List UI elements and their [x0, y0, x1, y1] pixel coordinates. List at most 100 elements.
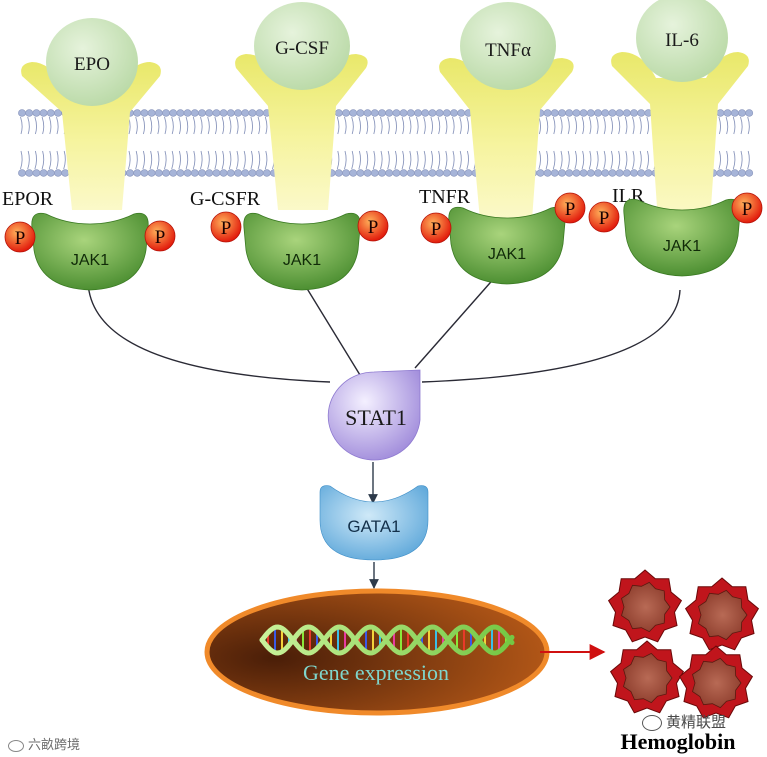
lipid-head: [241, 169, 250, 177]
lipid-tail: [725, 150, 729, 170]
lipid-tail: [603, 116, 606, 135]
lipid-tail: [588, 116, 592, 135]
lipid-tail: [452, 116, 455, 135]
lipid-head: [543, 109, 552, 117]
lipid-head: [730, 109, 739, 117]
lipid-tail: [423, 150, 426, 170]
lipid-tail: [437, 150, 441, 170]
lipid-head: [392, 169, 401, 177]
lipid-head: [54, 169, 62, 177]
lipid-tail: [236, 116, 239, 135]
lipid-tail: [221, 150, 225, 170]
lipid-head: [406, 109, 415, 117]
lipid-head: [716, 169, 725, 177]
lipid-tail: [624, 150, 628, 170]
lipid-tail: [372, 116, 376, 135]
lipid-tail: [718, 116, 721, 135]
lipid-head: [162, 169, 170, 177]
lipid-tail: [617, 116, 621, 135]
lipid-head: [25, 169, 34, 177]
lipid-head: [169, 109, 178, 117]
lipid-head: [363, 109, 372, 117]
complex-il6: IL-6 ILR: [611, 0, 749, 222]
hemoglobin-label: Hemoglobin: [621, 729, 736, 754]
nucleus: Gene expression: [204, 588, 550, 716]
watermark-left: 六畝跨境: [8, 734, 80, 753]
watermark-right: 黄精联盟: [642, 711, 726, 732]
lipid-tail: [171, 150, 174, 170]
lipid-head: [356, 169, 365, 177]
lipid-head: [601, 109, 610, 117]
lipid-tail: [358, 150, 361, 170]
connector-il6: [421, 289, 681, 383]
phosphate-circle: [731, 192, 763, 224]
lipid-tail: [156, 150, 160, 170]
lipid-tail: [380, 116, 383, 135]
lipid-tail: [149, 150, 153, 170]
watermark-right-text: 黄精联盟: [666, 713, 727, 731]
lipid-head: [378, 109, 386, 117]
lipid-tail: [48, 150, 52, 170]
ligand-epo-label: EPO: [74, 54, 110, 75]
jak1-shape: [31, 212, 149, 291]
lipid-tail: [128, 150, 131, 170]
stat1-node: STAT1: [327, 369, 421, 461]
lipid-tail: [444, 150, 448, 170]
ligand-il6-shape: [636, 0, 728, 82]
receptor-tnfr-shape: [439, 58, 574, 220]
phosphate-circle: [420, 212, 452, 244]
lipid-tail: [444, 116, 448, 135]
phosphate-circle: [588, 201, 620, 233]
lipid-head: [334, 169, 343, 177]
lipid-tail: [646, 116, 649, 135]
lipid-tail: [725, 116, 729, 135]
lipid-head: [442, 169, 451, 177]
complex-gcsf: G-CSF G-CSFR: [190, 2, 368, 210]
lipid-head: [176, 169, 185, 177]
lipid-tail: [178, 150, 181, 170]
lipid-tail: [358, 116, 361, 135]
lipid-tail: [351, 116, 354, 135]
lipid-head: [219, 169, 228, 177]
lipid-tail: [200, 116, 203, 135]
lipid-tail: [156, 116, 160, 135]
lipid-head: [558, 169, 566, 177]
watermark-left-text: 六畝跨境: [28, 738, 81, 753]
lipid-tail: [639, 116, 642, 135]
phosphate-circle: [4, 221, 36, 253]
lipid-head: [255, 109, 264, 117]
lipid-tail: [632, 150, 635, 170]
membrane-tails: [20, 116, 750, 170]
nucleus-label: Gene expression: [303, 660, 449, 685]
lipid-head: [190, 169, 199, 177]
lipid-tail: [27, 150, 30, 170]
lipid-head: [363, 169, 372, 177]
lipid-tail: [185, 116, 189, 135]
lipid-tail: [387, 116, 390, 135]
phosphate-label: P: [599, 208, 610, 229]
jak1-label: JAK1: [283, 252, 321, 269]
lipid-tail: [344, 150, 347, 170]
lipid-head: [550, 109, 559, 117]
lipid-head: [738, 109, 746, 117]
lipid-tail: [646, 150, 649, 170]
lipid-tail: [718, 150, 721, 170]
lipid-tail: [135, 116, 138, 135]
phosphate-label: P: [221, 218, 232, 239]
lipid-tail: [351, 150, 354, 170]
lipid-head: [32, 169, 41, 177]
lipid-head: [248, 109, 257, 117]
lipid-tail: [380, 150, 383, 170]
lipid-tail: [603, 150, 606, 170]
lipid-head: [190, 109, 199, 117]
lipid-tail: [596, 150, 599, 170]
lipid-head: [46, 109, 55, 117]
phosphate-label: P: [431, 219, 442, 240]
lipid-head: [212, 169, 221, 177]
lipid-tail: [365, 116, 369, 135]
gata1-shape: [319, 485, 429, 561]
lipid-head: [219, 109, 228, 117]
connector-tnfa: [414, 274, 498, 369]
